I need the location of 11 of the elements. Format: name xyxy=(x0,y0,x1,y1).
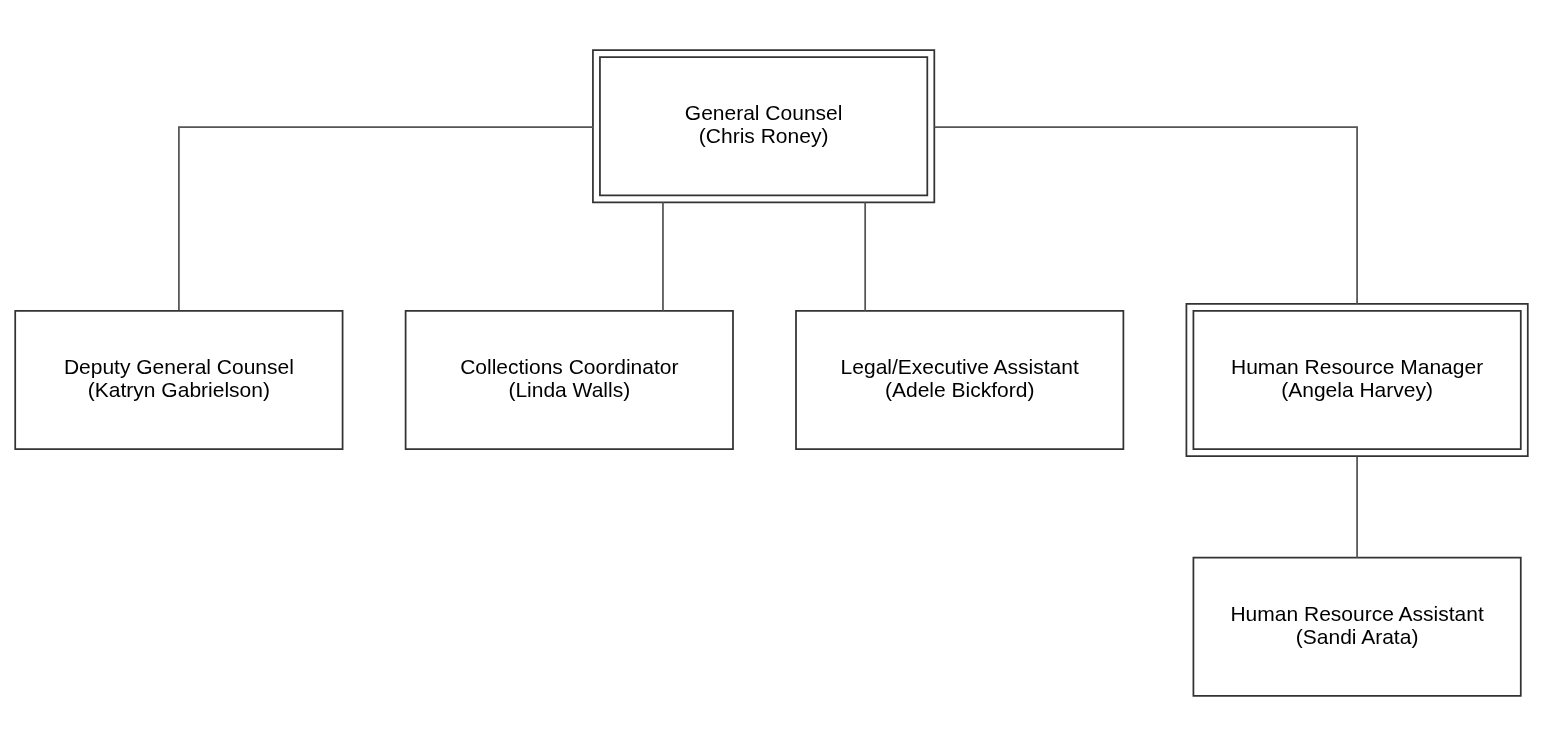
node-box: Collections Coordinator (Linda Walls) xyxy=(404,309,734,450)
node-box: Human Resource Manager (Angela Harvey) xyxy=(1185,302,1529,457)
node-box: Legal/Executive Assistant (Adele Bickford) xyxy=(795,309,1125,450)
connector xyxy=(864,200,867,312)
node-box: Human Resource Assistant (Sandi Arata) xyxy=(1192,556,1522,697)
node-box: Deputy General Counsel (Katryn Gabrielson) xyxy=(14,309,344,450)
connector xyxy=(933,125,1358,304)
connector xyxy=(178,125,594,311)
node-box: General Counsel (Chris Roney) xyxy=(592,48,936,203)
connector xyxy=(662,200,664,312)
connector xyxy=(1356,455,1358,559)
